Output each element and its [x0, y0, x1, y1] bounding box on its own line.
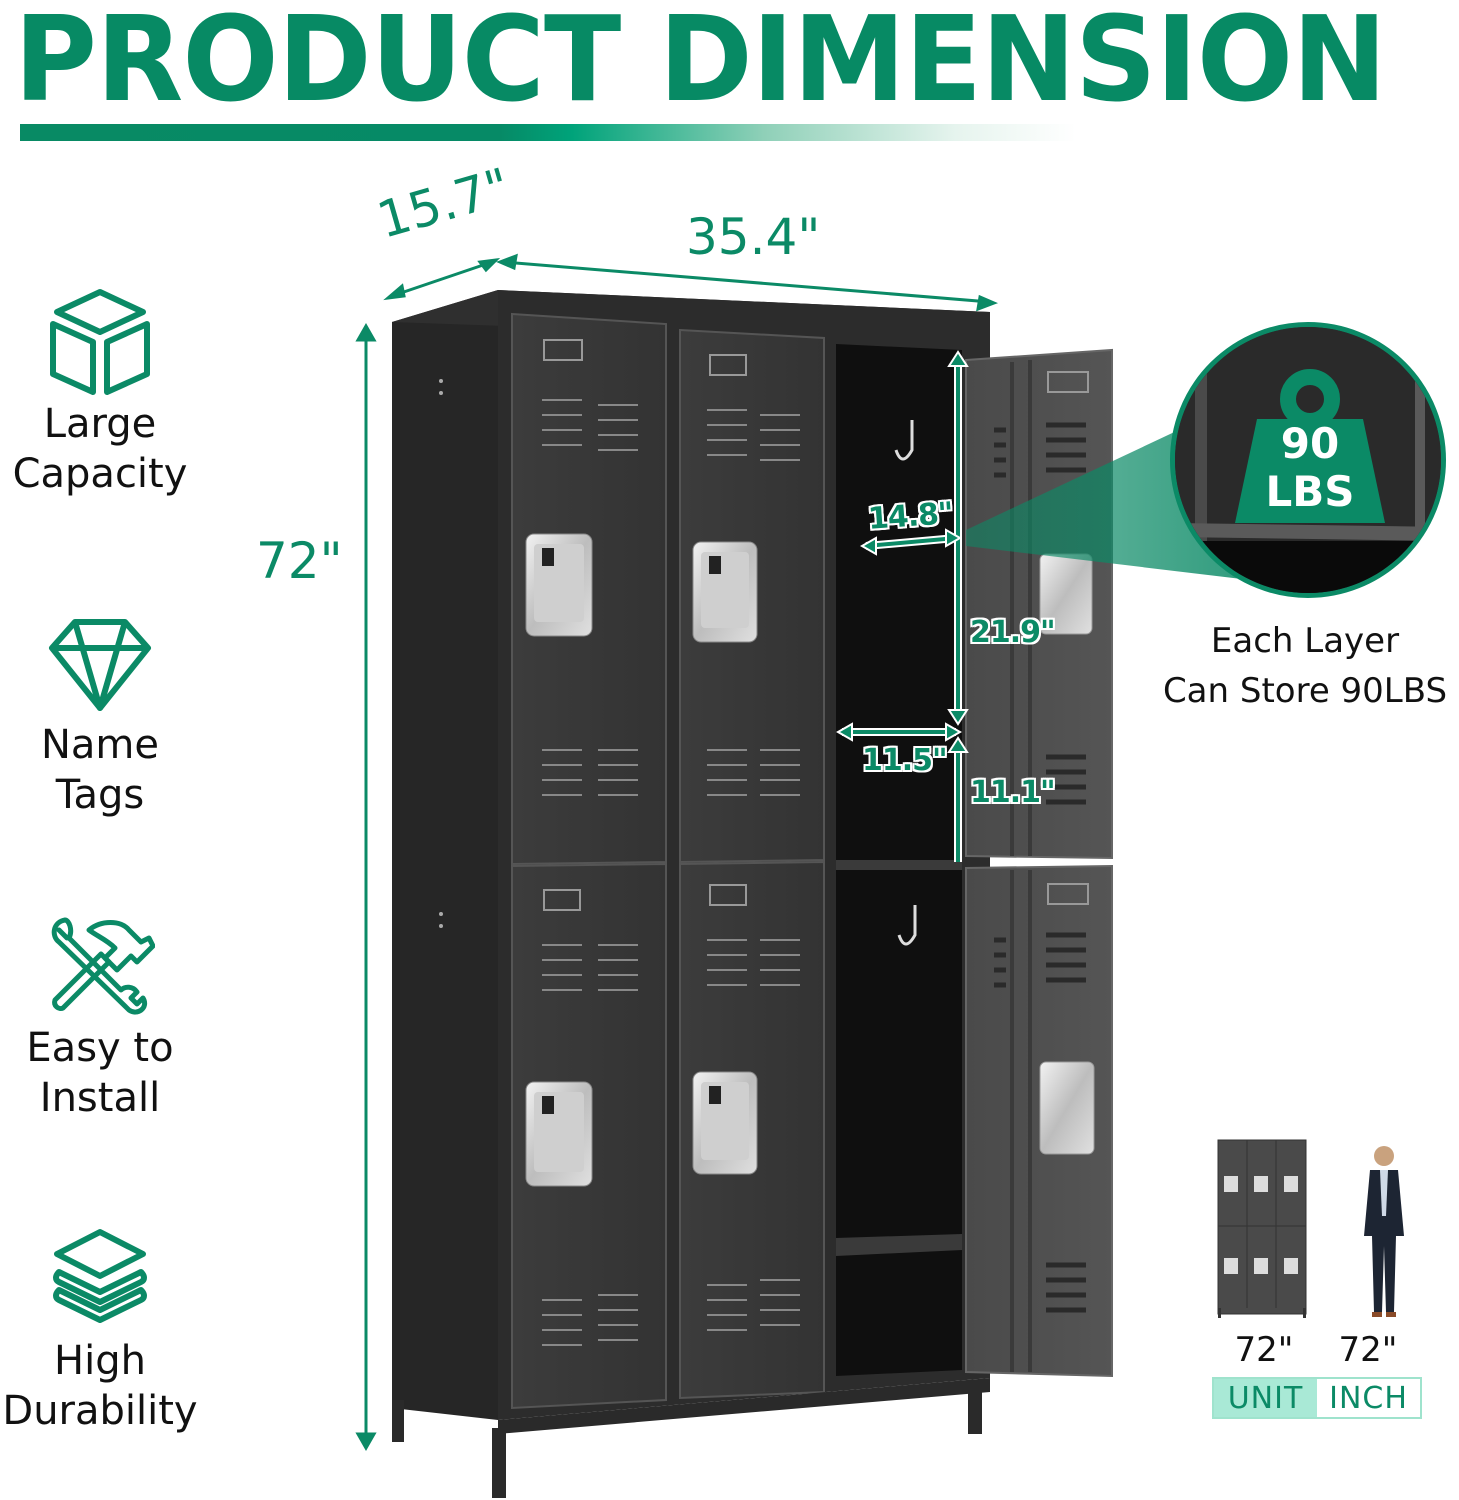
feature-label: Durability	[2, 1388, 198, 1434]
unit-toggle[interactable]: UNIT INCH	[1212, 1377, 1422, 1419]
locker-door-2	[679, 328, 825, 1400]
size-comparison-illustration	[1217, 1139, 1404, 1318]
open-doors	[965, 348, 1113, 1378]
height-label: 72"	[256, 532, 343, 590]
door-handles	[525, 533, 758, 1187]
title-underline	[20, 124, 1220, 141]
feature-label: Tags	[55, 772, 145, 818]
unit-label[interactable]: UNIT	[1214, 1379, 1317, 1417]
shelf-height-label: 11.1"	[970, 775, 1056, 810]
feature-label: High	[54, 1338, 146, 1384]
feature-label: Install	[39, 1075, 161, 1121]
dimension-arrows	[355, 253, 999, 1452]
wrench-hammer-icon	[51, 917, 155, 1015]
locker-height-value: 72"	[1234, 1330, 1294, 1370]
feature-label: Name	[40, 722, 159, 768]
width-label: 35.4"	[686, 208, 821, 266]
feature-label: Capacity	[12, 451, 188, 497]
interior-dimension-arrows	[835, 350, 969, 862]
feature-label: Large	[43, 401, 157, 447]
diamond-icon	[49, 619, 151, 711]
layers-icon	[53, 1229, 147, 1323]
person-silhouette	[1364, 1146, 1404, 1317]
feature-high-durability: High Durability	[0, 1224, 200, 1436]
page-title: PRODUCT DIMENSION	[14, 0, 1387, 128]
feature-easy-install: Easy to Install	[0, 912, 200, 1123]
feature-label: Easy to	[26, 1025, 174, 1071]
locker-door-1	[511, 312, 667, 1410]
feature-name-tags: Name Tags	[0, 614, 200, 820]
feature-large-capacity: Large Capacity	[0, 284, 200, 499]
shelf-depth-label: 11.5"	[862, 743, 948, 778]
weight-caption: Each Layer Can Store 90LBS	[1162, 621, 1448, 711]
weight-value: 90 LBS	[1265, 419, 1355, 516]
person-height-value: 72"	[1338, 1330, 1398, 1370]
compartment-height-label: 21.9"	[970, 615, 1056, 650]
cube-icon	[50, 289, 150, 395]
unit-inch-option[interactable]: INCH	[1317, 1379, 1420, 1417]
compartment-depth-label: 14.8"	[866, 496, 954, 537]
locker-illustration	[355, 253, 1250, 1498]
